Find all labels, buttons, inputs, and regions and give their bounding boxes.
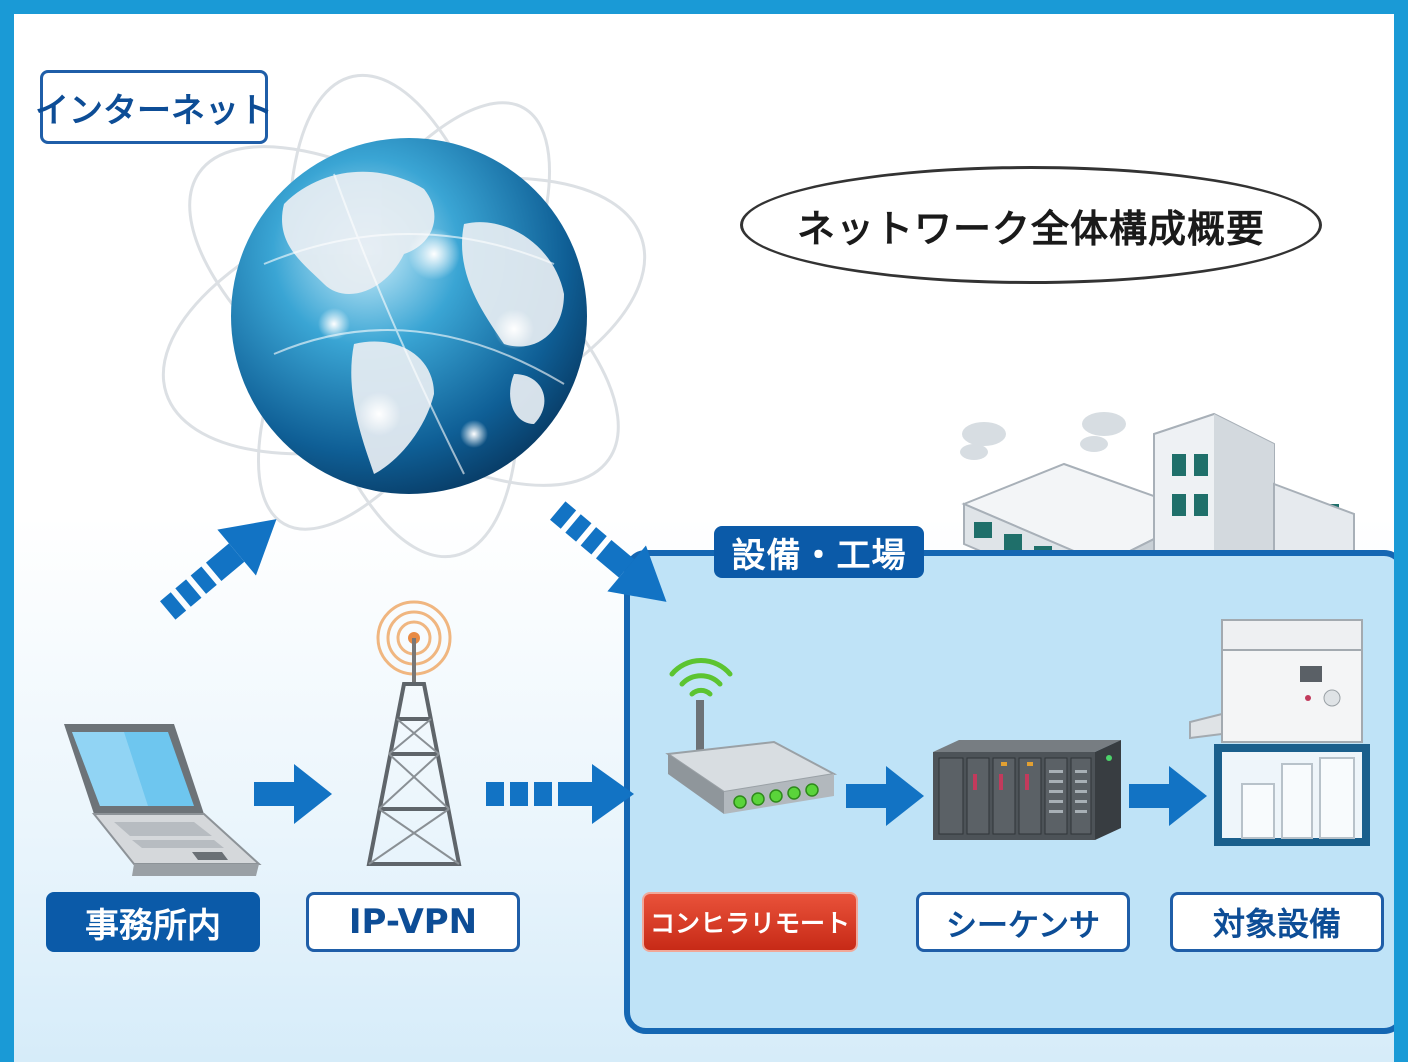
office-label: 事務所内 (46, 892, 260, 952)
ipvpn-label: IP-VPN (306, 892, 520, 952)
plc-label: シーケンサ (916, 892, 1130, 952)
laptop-icon (64, 724, 262, 876)
equipment-label-text: 対象設備 (1212, 905, 1341, 943)
wireless-router-icon (665, 658, 838, 814)
industrial-machine-icon (1189, 619, 1370, 846)
router-label: コンヒラリモート (644, 894, 856, 950)
router-label-text: コンヒラリモート (649, 909, 850, 938)
diagram-title: ネットワーク全体構成概要 (740, 166, 1322, 284)
diagram-title-text: ネットワーク全体構成概要 (796, 206, 1265, 251)
ipvpn-label-text: IP-VPN (348, 902, 478, 942)
globe-icon (161, 73, 647, 559)
plc-label-text: シーケンサ (945, 907, 1101, 944)
office-label-text: 事務所内 (85, 905, 221, 946)
plc-rack-icon (933, 740, 1121, 840)
arrow-office-to-internet (160, 519, 277, 620)
arrow-vpn-to-router (486, 764, 634, 824)
factory-area-label: 設備・工場 (714, 526, 924, 578)
radio-tower-icon (366, 600, 462, 866)
internet-label: インターネット (35, 70, 273, 144)
arrow-router-to-plc (846, 766, 924, 826)
factory-area-label-text: 設備・工場 (731, 535, 907, 576)
arrow-office-to-vpn (254, 764, 332, 824)
equipment-label: 対象設備 (1170, 892, 1384, 952)
internet-label-text: インターネット (35, 90, 273, 131)
arrow-plc-to-equipment (1129, 766, 1207, 826)
arrow-internet-to-factory (550, 501, 667, 602)
